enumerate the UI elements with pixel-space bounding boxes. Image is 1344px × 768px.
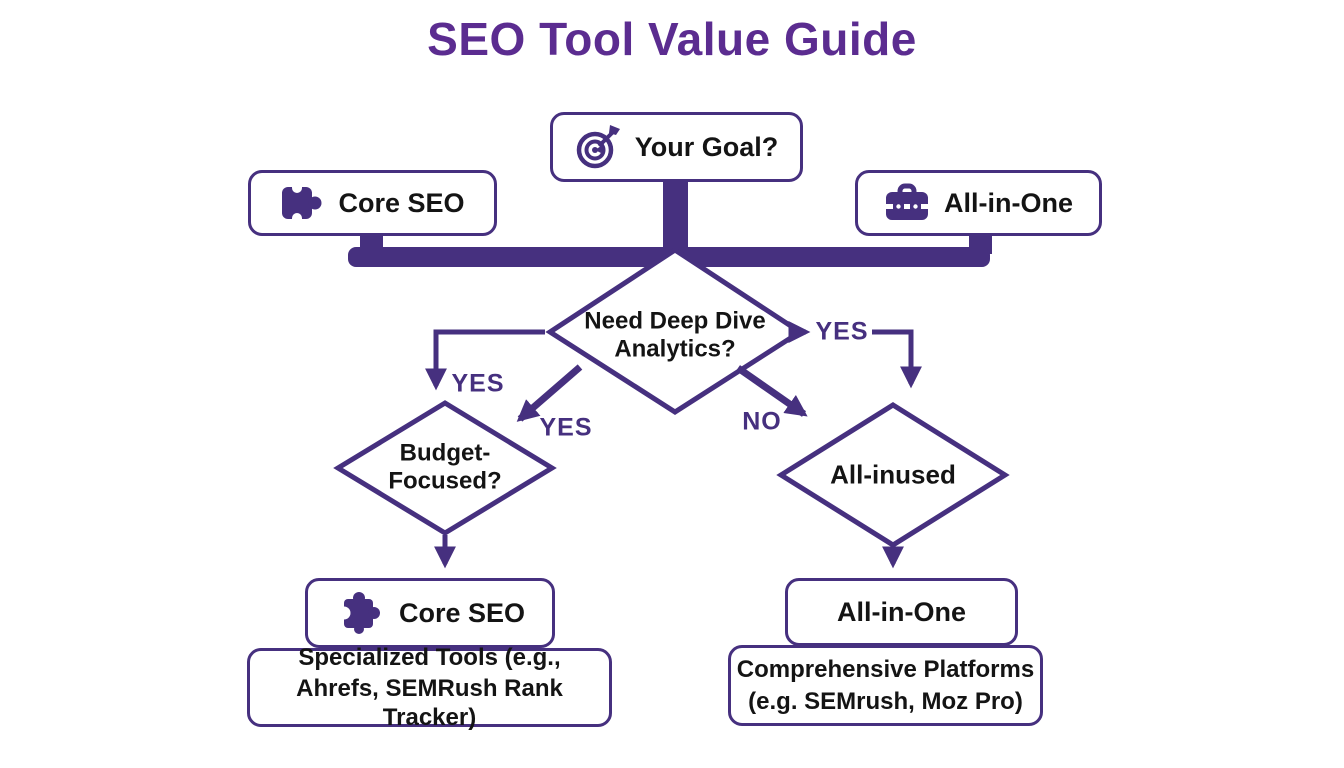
deep-dive-line2: Analytics? <box>614 336 736 363</box>
comprehensive-line2: (e.g. SEMrush, Moz Pro) <box>748 687 1023 715</box>
specialized-tools-line1: Specialized Tools (e.g., <box>298 643 561 671</box>
node-label: Core SEO <box>398 597 526 628</box>
node-core-seo-bottom: Core SEO <box>305 578 555 648</box>
node-all-in-one-bottom: All-in-One <box>785 578 1018 646</box>
puzzle-icon <box>282 182 322 224</box>
comprehensive-line1: Comprehensive Platforms <box>736 656 1035 684</box>
node-core-seo-top: Core SEO <box>248 170 497 236</box>
edge-label-yes-diagonal: YES <box>539 413 593 442</box>
all-inused-label: All-inused <box>830 459 956 490</box>
budget-line2: Focused? <box>388 468 502 495</box>
target-icon <box>576 125 620 169</box>
node-label: All-in-One <box>837 596 966 627</box>
node-label: Core SEO <box>338 187 465 218</box>
budget-diamond-text: Budget- Focused? <box>330 440 560 497</box>
node-comprehensive-platforms: Comprehensive Platforms (e.g. SEMrush, M… <box>728 645 1043 726</box>
left-diagonal-arrow <box>516 364 583 422</box>
node-all-in-one-top: All-in-One <box>855 170 1102 236</box>
left-elbow-arrow <box>425 329 545 391</box>
budget-diamond <box>333 400 557 536</box>
page-title: SEO Tool Value Guide <box>427 13 917 65</box>
specialized-tools-line2: Ahrefs, SEMRush Rank Tracker) <box>296 674 563 732</box>
center-stem <box>663 178 688 258</box>
right-elbow-arrow <box>872 329 922 389</box>
budget-line1: Budget- <box>399 439 491 467</box>
deep-dive-diamond-text: Need Deep Dive Analytics? <box>560 308 790 365</box>
puzzle-icon <box>337 592 380 634</box>
node-label: Your Goal? <box>634 131 779 162</box>
node-label: All-in-One <box>944 187 1073 218</box>
deep-dive-line1: Need Deep Dive <box>584 307 766 335</box>
node-your-goal: Your Goal? <box>550 112 803 182</box>
all-inused-diamond <box>776 402 1010 548</box>
node-specialized-tools: Specialized Tools (e.g., Ahrefs, SEMRush… <box>247 644 612 731</box>
edge-label-yes-left: YES <box>451 369 505 398</box>
briefcase-icon <box>886 183 928 220</box>
edge-label-yes-right: YES <box>815 317 869 346</box>
all-inused-diamond-text: All-inused <box>778 460 1008 491</box>
edge-label-no: NO <box>742 407 782 436</box>
no-diagonal-arrow <box>735 365 808 417</box>
